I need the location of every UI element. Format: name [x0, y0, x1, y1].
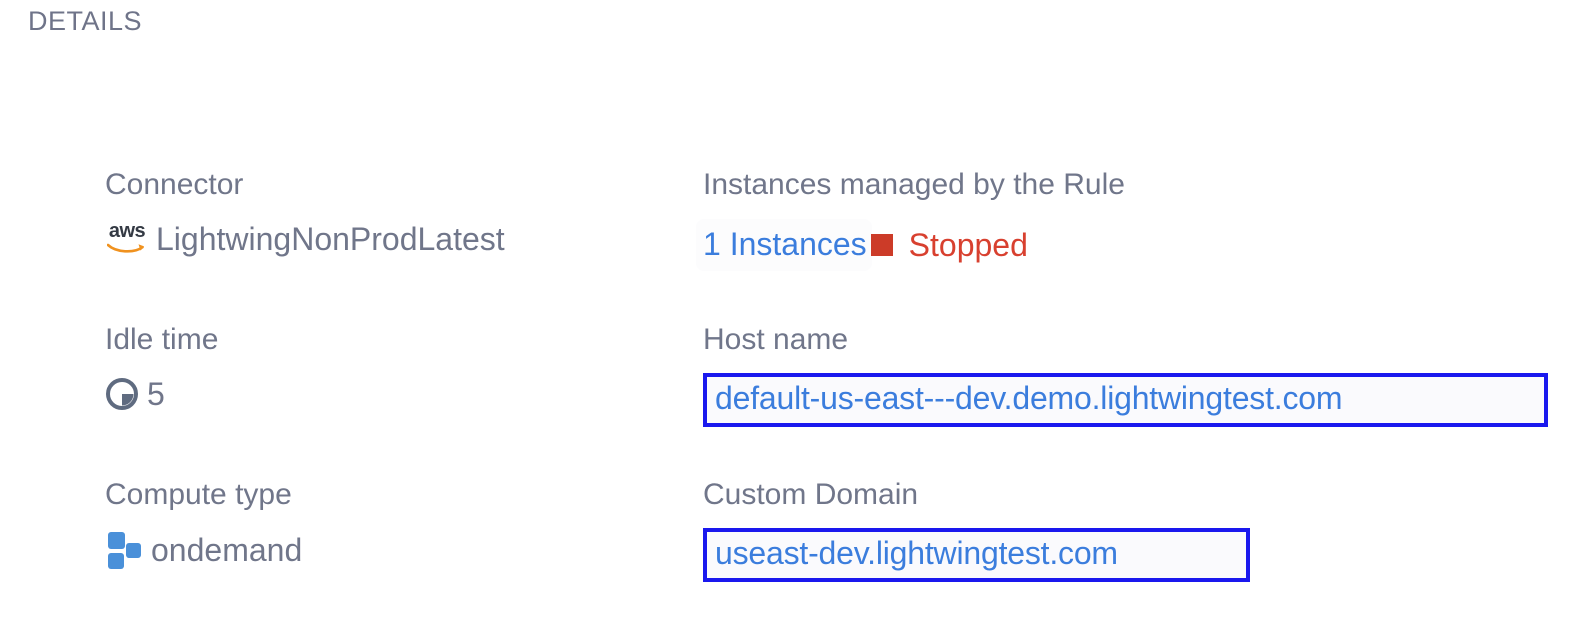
details-row: Idle time 5 Host name default-us-east---… — [0, 325, 1596, 480]
compute-type-label: Compute type — [105, 478, 292, 511]
compute-type-value-group: ondemand — [105, 532, 665, 569]
details-row: Connector aws LightwingNonProdLatest Ins… — [0, 170, 1596, 325]
instances-value-group: 1 Instances Stopped — [699, 222, 1583, 268]
page-title: DETAILS — [28, 6, 143, 36]
details-row: Compute type ondemand Custom Domain usea… — [0, 480, 1596, 635]
field-custom-domain: Custom Domain useast-dev.lightwingtest.c… — [703, 480, 1583, 582]
instances-count-link[interactable]: 1 Instances — [699, 222, 869, 268]
idle-time-value: 5 — [147, 376, 165, 412]
field-connector: Connector aws LightwingNonProdLatest — [105, 170, 665, 256]
status-badge: Stopped — [908, 227, 1028, 263]
field-compute-type: Compute type ondemand — [105, 478, 665, 569]
connector-value: LightwingNonProdLatest — [156, 221, 505, 257]
stopped-square-icon — [870, 234, 893, 256]
host-name-box[interactable]: default-us-east---dev.demo.lightwingtest… — [703, 373, 1548, 427]
field-host-name: Host name default-us-east---dev.demo.lig… — [703, 325, 1583, 427]
compute-type-value: ondemand — [151, 532, 303, 568]
field-instances: Instances managed by the Rule 1 Instance… — [699, 168, 1583, 268]
idle-time-label: Idle time — [105, 323, 219, 356]
connector-label: Connector — [105, 168, 244, 201]
compute-blocks-icon — [105, 532, 143, 569]
aws-icon: aws — [105, 221, 149, 256]
custom-domain-box[interactable]: useast-dev.lightwingtest.com — [703, 528, 1250, 582]
connector-value-group: aws LightwingNonProdLatest — [105, 221, 665, 257]
field-idle-time: Idle time 5 — [105, 325, 665, 411]
instances-label: Instances managed by the Rule — [703, 168, 1125, 201]
host-name-label: Host name — [703, 323, 849, 356]
clock-icon — [105, 377, 139, 411]
details-grid: Connector aws LightwingNonProdLatest Ins… — [0, 170, 1596, 635]
idle-time-value-group: 5 — [105, 377, 665, 411]
custom-domain-label: Custom Domain — [703, 478, 919, 511]
host-name-link[interactable]: default-us-east---dev.demo.lightwingtest… — [715, 380, 1343, 416]
custom-domain-link[interactable]: useast-dev.lightwingtest.com — [715, 535, 1118, 571]
